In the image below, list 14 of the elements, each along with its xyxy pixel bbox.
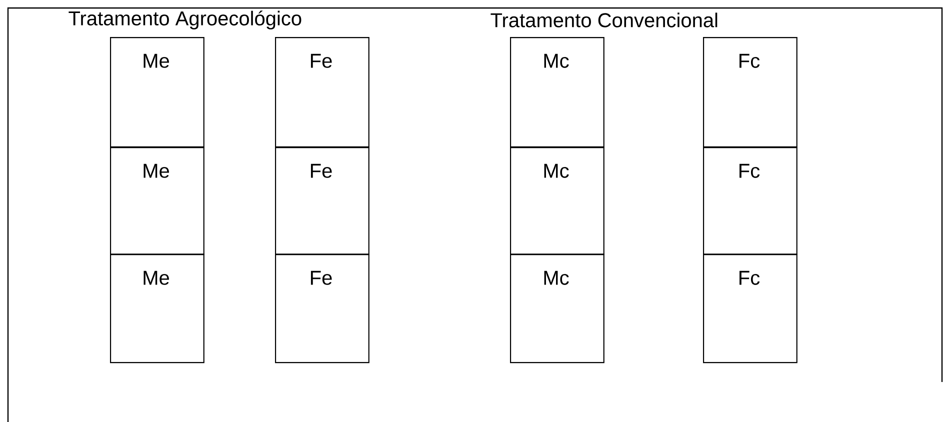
plot-box: Mc [510,254,604,364]
plot-box: Me [110,37,204,148]
plot-box: Fe [275,37,370,148]
plot-box: Fc [703,254,798,364]
plot-box: Fc [703,37,798,148]
group-title: Tratamento Agroecológico [68,10,302,30]
plot-box: Fc [703,147,798,255]
plot-box: Me [110,254,204,364]
group-title: Tratamento Convencional [490,12,718,28]
plot-box: Me [110,147,204,255]
plot-box: Mc [510,147,604,255]
plot-box: Mc [510,37,604,148]
plot-box: Fe [275,147,370,255]
plot-box: Fe [275,254,370,364]
